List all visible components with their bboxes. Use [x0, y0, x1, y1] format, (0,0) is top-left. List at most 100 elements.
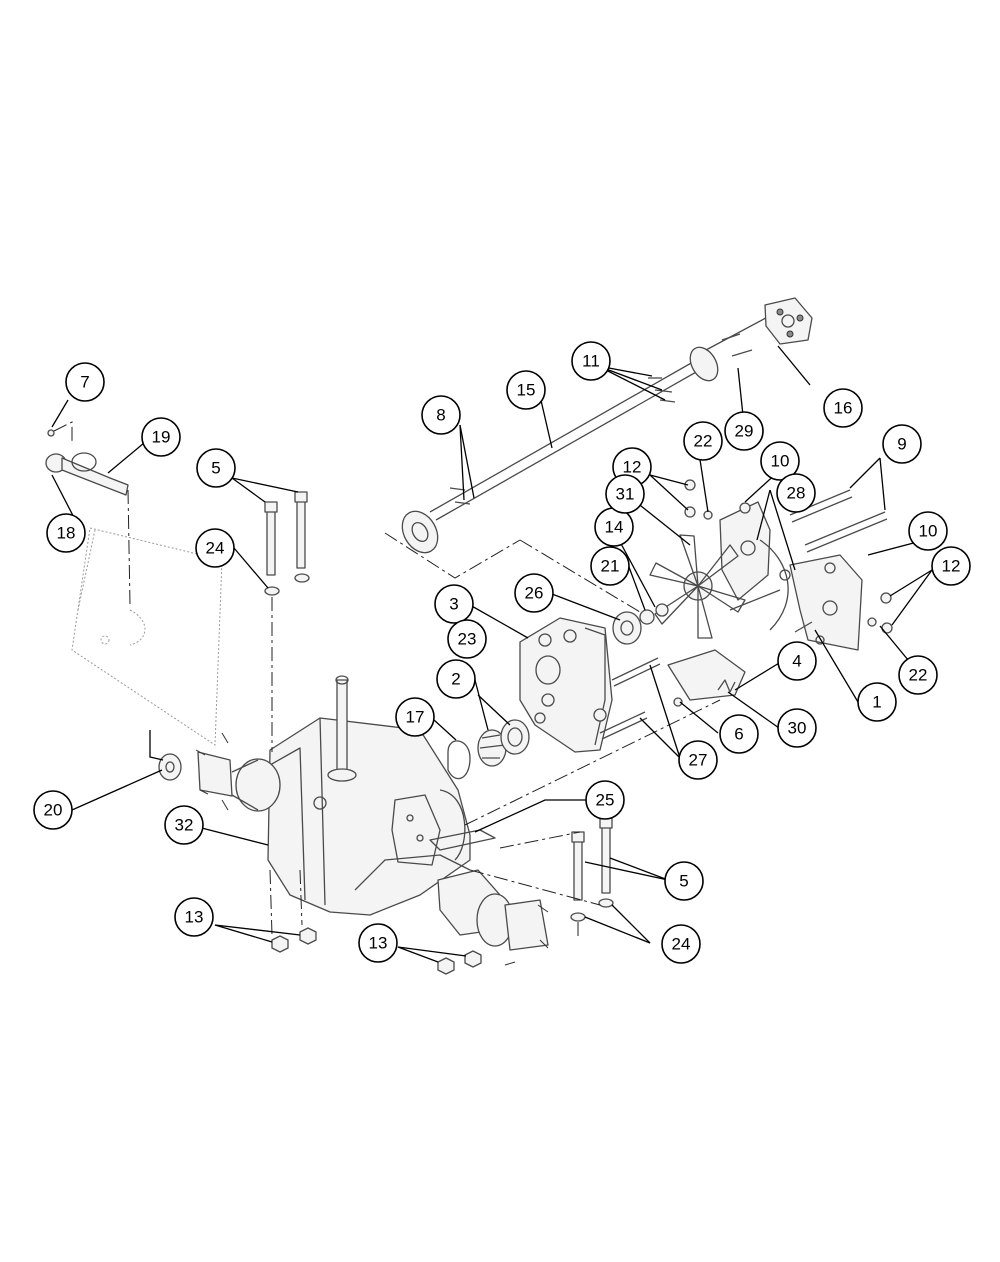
callout-label: 1 [872, 693, 881, 712]
control-arm [429, 829, 496, 851]
callout-label: 2 [451, 670, 460, 689]
cover-plate [667, 649, 746, 707]
assembly-centerlines [269, 699, 721, 936]
callout-21: 21 [590, 546, 630, 586]
callout-11: 11 [571, 341, 611, 381]
callout-label: 5 [679, 872, 688, 891]
gear-and-seals [447, 719, 530, 780]
callout-label: 25 [596, 791, 615, 810]
callout-label: 14 [605, 518, 624, 537]
callout-label: 13 [185, 908, 204, 927]
long-bolts [729, 489, 888, 633]
left-axle-hub [195, 732, 281, 812]
callout-label: 13 [369, 934, 388, 953]
callout-8: 8 [421, 395, 461, 435]
callout-27: 27 [678, 740, 718, 780]
callout-label: 19 [152, 428, 171, 447]
callout-13-right: 13 [358, 923, 398, 963]
fan-hub-parts [612, 603, 669, 645]
callout-label: 24 [206, 539, 225, 558]
callout-label: 21 [601, 557, 620, 576]
bottom-nuts [271, 927, 482, 975]
callout-4: 4 [777, 641, 817, 681]
pump-housing [519, 617, 613, 753]
callout-label: 32 [175, 816, 194, 835]
callout-28: 28 [776, 473, 816, 513]
callout-7: 7 [65, 362, 105, 402]
callout-24-lower: 24 [661, 924, 701, 964]
callout-label: 29 [735, 422, 754, 441]
callout-32: 32 [164, 805, 204, 845]
axle-seal [149, 730, 182, 781]
callout-label: 3 [449, 595, 458, 614]
leader-lines [51, 345, 933, 963]
callout-label: 26 [525, 584, 544, 603]
callout-30: 30 [777, 708, 817, 748]
cooling-fan [649, 534, 746, 639]
transaxle-housing [267, 675, 471, 916]
right-axle-hub [437, 869, 549, 966]
callout-label: 23 [458, 630, 477, 649]
callout-15: 15 [506, 370, 546, 410]
callout-label: 10 [771, 452, 790, 471]
callout-label: 17 [406, 708, 425, 727]
callout-label: 7 [80, 373, 89, 392]
callout-label: 12 [942, 557, 961, 576]
callout-1: 1 [857, 682, 897, 722]
ghost-frame-bracket [71, 527, 223, 746]
callout-label: 9 [897, 435, 906, 454]
callout-10-upper: 10 [760, 441, 800, 481]
callout-label: 31 [616, 485, 635, 504]
callout-label: 10 [919, 522, 938, 541]
callout-label: 27 [689, 751, 708, 770]
reference-lines-shaft [384, 532, 641, 613]
callout-label: 11 [582, 352, 600, 371]
callout-31: 31 [605, 474, 645, 514]
callout-label: 12 [623, 458, 642, 477]
callout-5-upper: 5 [196, 448, 236, 488]
callout-23: 23 [447, 619, 487, 659]
mounting-bracket-right [789, 554, 863, 651]
callout-label: 20 [44, 801, 63, 820]
bolts-upper [264, 491, 310, 752]
callout-label: 28 [787, 484, 806, 503]
dowel-pins [599, 657, 661, 740]
callout-label: 8 [436, 406, 445, 425]
callout-label: 24 [672, 935, 691, 954]
mounting-bracket-left [719, 501, 791, 631]
callout-19: 19 [141, 417, 181, 457]
callout-24-upper: 24 [195, 528, 235, 568]
callout-12-lower: 12 [931, 546, 971, 586]
callout-25: 25 [585, 780, 625, 820]
callout-22-upper: 22 [683, 421, 723, 461]
callout-label: 15 [517, 381, 536, 400]
callout-2: 2 [436, 659, 476, 699]
callout-3: 3 [434, 584, 474, 624]
callout-9: 9 [882, 424, 922, 464]
coupling-flange [764, 297, 813, 345]
callout-label: 4 [792, 652, 801, 671]
callout-22-lower: 22 [898, 655, 938, 695]
callout-16: 16 [823, 388, 863, 428]
callout-18: 18 [46, 513, 86, 553]
callout-label: 30 [788, 719, 807, 738]
bolts-lower [570, 817, 614, 940]
callout-10-lower: 10 [908, 511, 948, 551]
callout-29: 29 [724, 411, 764, 451]
callout-14: 14 [594, 507, 634, 547]
roll-pins [449, 333, 753, 505]
callout-5-lower: 5 [664, 861, 704, 901]
callout-26: 26 [514, 573, 554, 613]
callout-17: 17 [395, 697, 435, 737]
shift-lever-assembly [45, 421, 131, 606]
callout-20: 20 [33, 790, 73, 830]
callout-label: 6 [734, 725, 743, 744]
callout-label: 5 [211, 459, 220, 478]
callout-label: 18 [57, 524, 76, 543]
callout-13-left: 13 [174, 897, 214, 937]
callout-label: 16 [834, 399, 853, 418]
callout-label: 22 [694, 432, 713, 451]
callout-6: 6 [719, 714, 759, 754]
callout-label: 22 [909, 666, 928, 685]
